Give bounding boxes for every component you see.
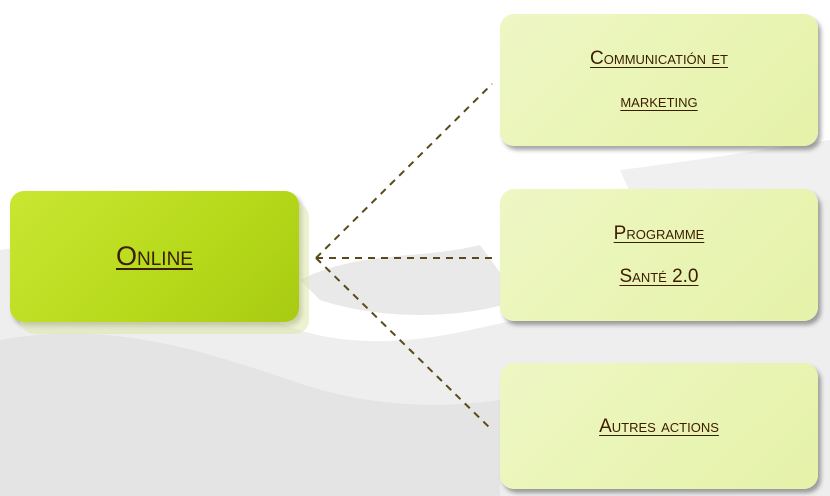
child-node-programme[interactable]: Programme Santé 2.0 bbox=[500, 189, 818, 321]
child-node-label-line1: Programme bbox=[613, 223, 705, 244]
child-node-autres-actions[interactable]: Autres actions bbox=[500, 363, 818, 489]
root-node-online[interactable]: Online bbox=[10, 191, 299, 322]
child-node-label-line2: Santé 2.0 bbox=[619, 266, 699, 287]
connector-top bbox=[315, 83, 493, 259]
child-node-label-line1: Communicatión et bbox=[590, 48, 728, 69]
connector-bottom bbox=[315, 257, 493, 431]
root-node-label: Online bbox=[116, 241, 193, 271]
child-node-communication[interactable]: Communicatión et marketing bbox=[500, 14, 818, 146]
child-node-label-line1: Autres actions bbox=[599, 415, 719, 437]
child-node-label-line2: marketing bbox=[620, 91, 698, 112]
